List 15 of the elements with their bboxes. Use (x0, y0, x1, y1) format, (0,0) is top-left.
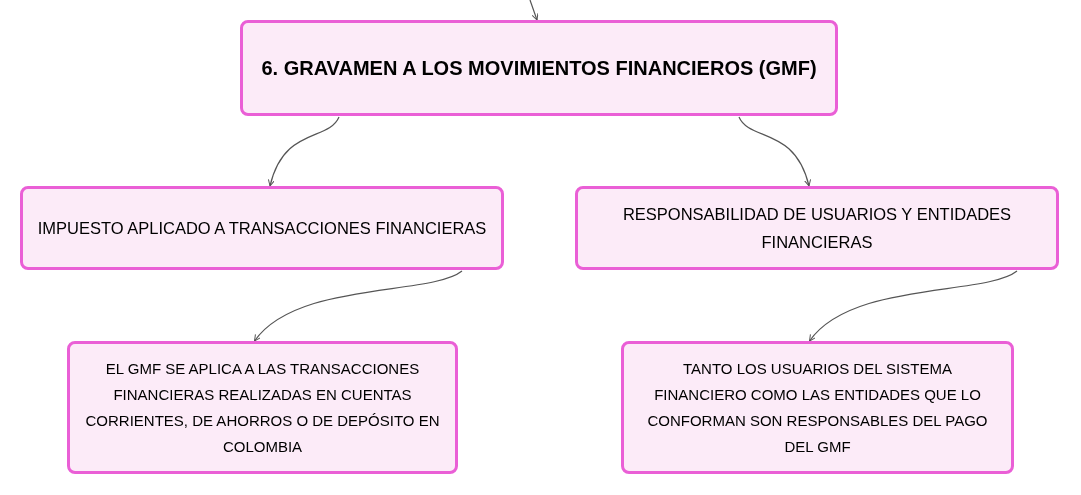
concept-text: EL GMF SE APLICA A LAS TRANSACCIONES FINANCIERAS REALIZADAS EN CUENTAS CORRIENTES, DE AHORROS O DE DEPÓSITO EN COLOMBIA (84, 358, 441, 457)
arrow (738, 116, 811, 187)
arrow (253, 270, 463, 342)
concept-box (67, 341, 458, 474)
concept-box (621, 341, 1014, 474)
concept-box (575, 186, 1059, 270)
concept-text: RESPONSABILIDAD DE USUARIOS Y ENTIDADES FINANCIERAS (621, 204, 1013, 253)
arrow (529, 0, 539, 21)
concept-box (20, 186, 504, 270)
topic-box (240, 20, 838, 116)
arrow (268, 116, 340, 187)
topic-title: 6. GRAVAMEN A LOS MOVIMIENTOS FINANCIEROS (GMF) (261, 56, 817, 81)
arrow (808, 270, 1018, 342)
concept-text: TANTO LOS USUARIOS DEL SISTEMA FINANCIERO COMO LAS ENTIDADES QUE LO CONFORMAN SON RESPONSABLES DEL PAGO DEL GMF (646, 358, 989, 457)
concept-text: IMPUESTO APLICADO A TRANSACCIONES FINANCIERAS (37, 218, 487, 239)
